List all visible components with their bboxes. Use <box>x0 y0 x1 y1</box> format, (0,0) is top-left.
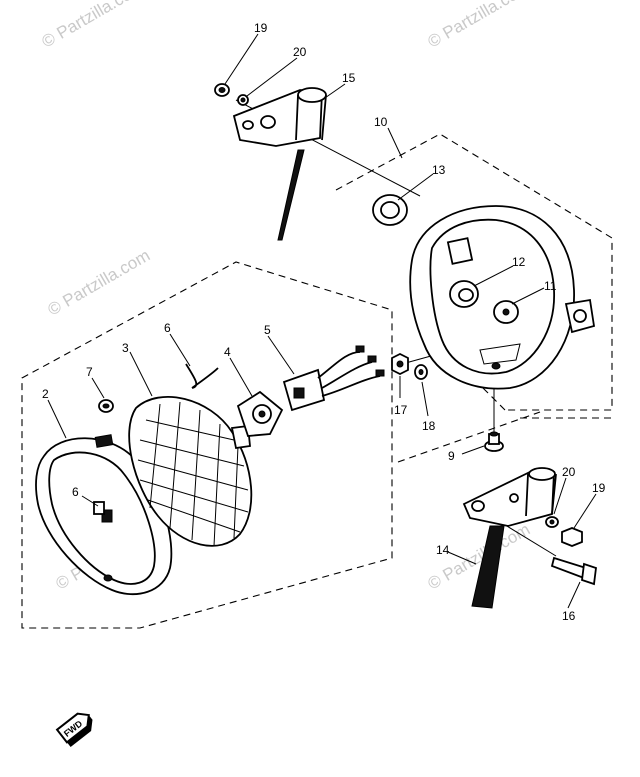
headlight-shell <box>409 205 596 390</box>
shell-nut <box>391 352 409 376</box>
socket-wire-1 <box>317 351 361 379</box>
fwd-arrow-shape <box>55 712 90 744</box>
lower-bracket-hole-left <box>471 500 485 512</box>
socket-wire-3 <box>321 375 381 397</box>
lower-mount-bolt <box>550 556 597 586</box>
shell-grommet-hole-12 <box>449 280 479 308</box>
rim-top-screw-tab <box>94 434 114 448</box>
lower-bracket-tube-body <box>525 473 557 517</box>
lower-bracket-hole-right <box>509 493 519 503</box>
callout-2: 2 <box>42 387 49 401</box>
headlight-lens-unit <box>128 395 253 547</box>
callout-10: 10 <box>374 115 388 129</box>
callout-9: 9 <box>448 449 455 463</box>
shell-rim-inner <box>429 218 555 375</box>
upper-nut <box>214 83 230 97</box>
bulb-retaining-clip <box>185 363 219 389</box>
callout-17: 17 <box>394 403 408 417</box>
watermark-top-right: © Partzilla.com <box>425 0 534 51</box>
callout-7: 7 <box>86 365 93 379</box>
lens-mount-tab <box>230 424 251 450</box>
watermark-mid-left: © Partzilla.com <box>45 246 154 320</box>
rim-inner <box>48 451 156 585</box>
rim-screw <box>98 399 114 413</box>
rim-side-screw-part <box>93 501 105 515</box>
callout-18: 18 <box>422 419 436 433</box>
upper-mounting-bracket <box>232 87 327 241</box>
socket-terminal-2 <box>367 355 377 363</box>
shell-mount-bolt <box>484 431 504 452</box>
callout-4: 4 <box>224 345 231 359</box>
upper-bracket-tube-body <box>295 94 327 141</box>
fwd-arrow-shadow <box>66 715 93 748</box>
shell-washer <box>414 364 428 380</box>
lower-mounting-bracket <box>462 467 557 609</box>
lower-washer <box>545 516 559 528</box>
shell-grommet-hole-12-inner <box>458 288 474 302</box>
socket-terminal-3 <box>375 369 385 377</box>
upper-bracket-plate <box>232 89 323 147</box>
bulb-holder <box>236 390 284 437</box>
lens-body <box>128 395 253 547</box>
upper-reflector-stalk <box>277 149 305 241</box>
shell-body <box>409 205 575 390</box>
callout-20-upper: 20 <box>293 45 307 59</box>
callout-11: 11 <box>544 279 557 293</box>
upper-washer <box>237 94 249 106</box>
callout-16: 16 <box>562 609 576 623</box>
upper-bracket-hole-right <box>260 115 276 129</box>
lower-bracket-group-line <box>397 411 541 463</box>
forward-direction-marker: FWD <box>55 712 93 748</box>
socket-wire-2 <box>321 361 373 389</box>
callout-labels: 19 20 15 10 13 12 11 6 5 3 4 7 2 6 17 18… <box>42 21 606 623</box>
callout-19-lower: 19 <box>592 481 606 495</box>
shell-side-ear <box>564 298 596 334</box>
callout-13: 13 <box>432 163 446 177</box>
upper-bracket-tube-top <box>297 87 327 103</box>
callout-14: 14 <box>436 543 450 557</box>
watermark-top-left: © Partzilla.com <box>39 0 148 51</box>
callout-3: 3 <box>122 341 129 355</box>
callout-6-clip: 6 <box>164 321 171 335</box>
shell-bottom-screw <box>491 362 501 370</box>
lower-nut <box>561 527 583 547</box>
rim-bottom-screw <box>103 574 113 582</box>
callout-5: 5 <box>264 323 271 337</box>
leader-lines <box>47 33 597 609</box>
front-assembly-group-box <box>21 261 393 629</box>
shell-bottom-tab <box>479 343 521 365</box>
bulb-socket <box>282 345 385 412</box>
callout-20-lower: 20 <box>562 465 576 479</box>
lower-bracket-tube-top <box>528 467 556 481</box>
lower-reflector-stalk <box>471 525 505 609</box>
callout-6-screw: 6 <box>72 485 79 499</box>
callout-15: 15 <box>342 71 356 85</box>
shell-rear-window <box>446 237 474 265</box>
callout-19-upper: 19 <box>254 21 268 35</box>
lens-grid-pattern <box>137 401 249 547</box>
socket-slot <box>293 387 305 399</box>
grommet <box>372 194 408 226</box>
shell-assembly-group-box <box>335 133 613 411</box>
upper-bracket-hole-left <box>242 120 254 130</box>
socket-terminal-1 <box>355 345 365 353</box>
rim-side-screw <box>101 509 113 523</box>
shell-plug-11-center <box>502 308 510 316</box>
callout-12: 12 <box>512 255 526 269</box>
shell-side-ear-hole <box>573 309 587 323</box>
